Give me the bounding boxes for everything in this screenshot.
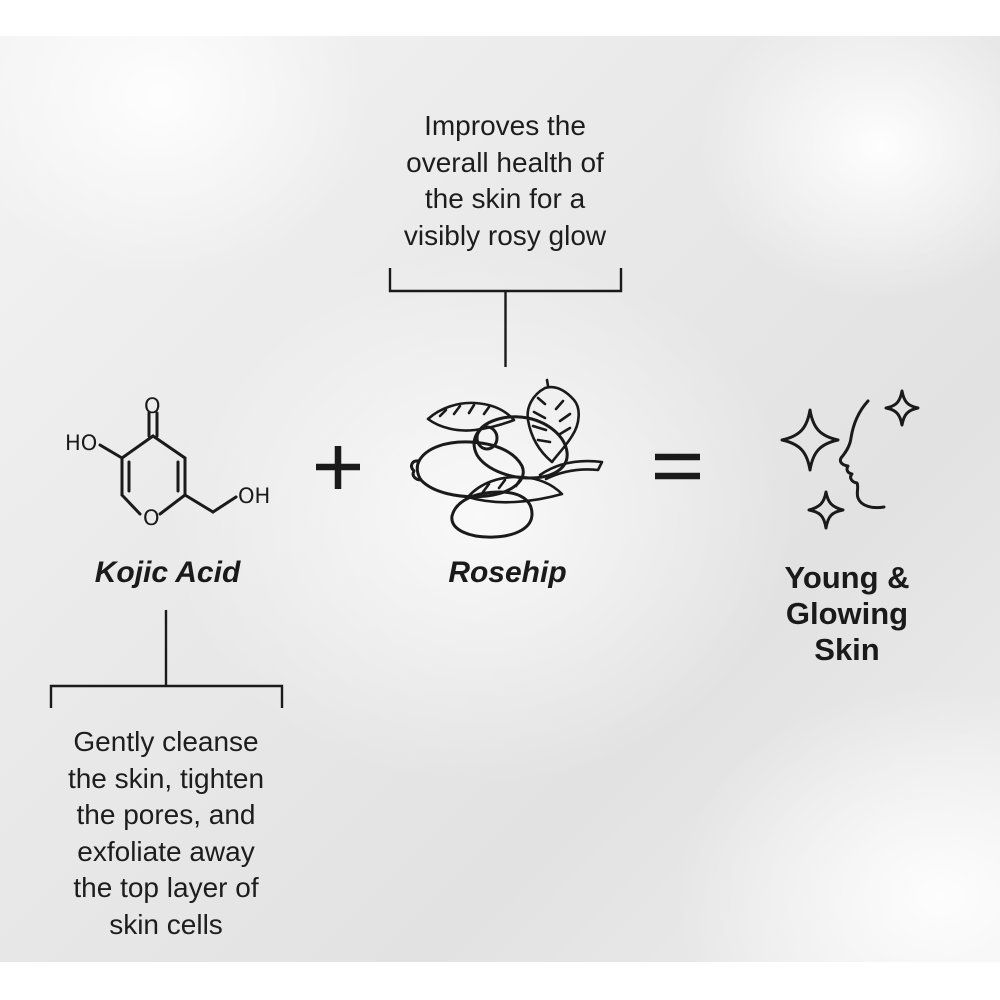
- oxygen-top-label: O: [144, 394, 161, 418]
- kojic-acid-label: Kojic Acid: [94, 556, 241, 589]
- oxygen-ring-label: O: [143, 506, 160, 530]
- kojic-acid-description: Gently cleanse the skin, tighten the por…: [67, 726, 265, 940]
- hydroxyl-left-label: HO: [65, 431, 97, 455]
- background-panel: [0, 36, 1000, 962]
- result-label: Young & Glowing Skin: [784, 560, 910, 667]
- rosehip-description: Improves the overall health of the skin …: [403, 110, 607, 251]
- rosehip-label: Rosehip: [448, 556, 567, 589]
- hydroxyl-right-label: OH: [238, 484, 270, 508]
